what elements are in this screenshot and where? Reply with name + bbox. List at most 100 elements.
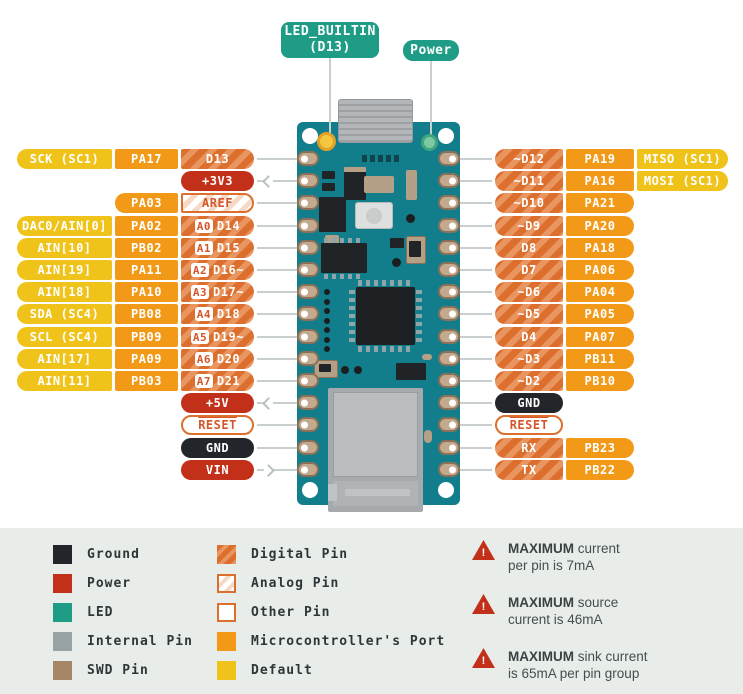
component-chip bbox=[319, 364, 331, 372]
ic-pins bbox=[324, 274, 364, 279]
pin-pad bbox=[438, 306, 460, 321]
power-callout-line bbox=[430, 58, 432, 138]
warning-line2: per pin is 7mA bbox=[508, 558, 595, 573]
led-builtin-callout-line bbox=[329, 55, 331, 137]
pin-label: GND bbox=[495, 393, 563, 413]
led-builtin-callout: LED_BUILTIN (D13) bbox=[281, 22, 379, 58]
analog-pin-badge: A2 bbox=[191, 263, 210, 277]
legend-item: LED bbox=[53, 598, 193, 627]
leader-line bbox=[452, 393, 492, 413]
leader-line bbox=[452, 304, 492, 324]
component-dot bbox=[392, 258, 401, 267]
pin-label: AREF bbox=[181, 193, 254, 213]
pin-port-label: PB09 bbox=[115, 327, 178, 347]
analog-pin-badge: A3 bbox=[191, 285, 210, 299]
pin-name: VIN bbox=[205, 463, 230, 477]
pin-pad bbox=[438, 417, 460, 432]
pin-name: ~D11 bbox=[513, 174, 545, 188]
pin-row-left: RESET bbox=[17, 415, 305, 435]
mcu-pins bbox=[358, 280, 413, 286]
leader-line bbox=[452, 171, 492, 191]
legend-label: SWD Pin bbox=[87, 663, 149, 678]
mounting-hole bbox=[302, 482, 318, 498]
leader-line bbox=[452, 238, 492, 258]
analog-pin-badge: A5 bbox=[191, 330, 210, 344]
leader-line bbox=[257, 393, 305, 413]
pin-port-label: PB08 bbox=[115, 304, 178, 324]
mounting-hole bbox=[302, 128, 318, 144]
leader-line bbox=[452, 371, 492, 391]
arrow-out-icon bbox=[262, 174, 275, 188]
pin-pad bbox=[438, 195, 460, 210]
other-swatch bbox=[217, 603, 236, 622]
pin-row-left: +3V3 bbox=[17, 171, 305, 191]
wifi-module bbox=[328, 388, 423, 512]
pin-name: AREF bbox=[202, 196, 233, 210]
pin-row-right: GND bbox=[452, 393, 728, 413]
power-swatch bbox=[53, 574, 72, 593]
digital-swatch bbox=[217, 545, 236, 564]
leader-line bbox=[452, 216, 492, 236]
usb-connector bbox=[338, 99, 413, 143]
pin-name: ~D12 bbox=[513, 152, 545, 166]
pin-name: D21 bbox=[216, 374, 241, 388]
analog-pin-badge: A7 bbox=[194, 374, 213, 388]
leader-line bbox=[257, 415, 305, 435]
warning-title: MAXIMUM bbox=[508, 541, 574, 556]
pin-port-label: PA20 bbox=[566, 216, 634, 236]
pin-pad bbox=[438, 173, 460, 188]
power-label: Power bbox=[410, 42, 452, 58]
pin-function-label: DAC0/AIN[0] bbox=[17, 216, 112, 236]
leader-line bbox=[257, 193, 305, 213]
crystal bbox=[364, 176, 394, 193]
leader-line bbox=[452, 460, 492, 480]
reset-button bbox=[355, 202, 393, 229]
leader-line bbox=[452, 415, 492, 435]
ground-swatch bbox=[53, 545, 72, 564]
pin-label: ~D3 bbox=[495, 349, 563, 369]
ic-chip bbox=[321, 243, 367, 273]
pin-name: D7 bbox=[521, 263, 537, 277]
ic-pins bbox=[324, 238, 364, 243]
warning-line1: source bbox=[574, 595, 619, 610]
pin-pad bbox=[438, 284, 460, 299]
pin-pad bbox=[297, 306, 319, 321]
pin-pad bbox=[297, 195, 319, 210]
pin-name: ~D3 bbox=[517, 352, 541, 366]
pin-function-label: AIN[18] bbox=[17, 282, 112, 302]
pin-function-label: AIN[17] bbox=[17, 349, 112, 369]
pin-function-label: AIN[11] bbox=[17, 371, 112, 391]
pin-port-label: PB11 bbox=[566, 349, 634, 369]
pin-pad bbox=[297, 440, 319, 455]
pin-name: GND bbox=[205, 441, 230, 455]
pin-function-label: AIN[10] bbox=[17, 238, 112, 258]
leader-line bbox=[257, 371, 305, 391]
pin-pad bbox=[297, 373, 319, 388]
mcu-pins bbox=[358, 346, 413, 352]
pin-label: ~D9 bbox=[495, 216, 563, 236]
pin-function-label: MOSI (SC1) bbox=[637, 171, 728, 191]
pin-port-label: PB23 bbox=[566, 438, 634, 458]
pin-pad bbox=[438, 151, 460, 166]
pin-port-label: PA11 bbox=[115, 260, 178, 280]
led-swatch bbox=[53, 603, 72, 622]
pin-name: D20 bbox=[216, 352, 241, 366]
